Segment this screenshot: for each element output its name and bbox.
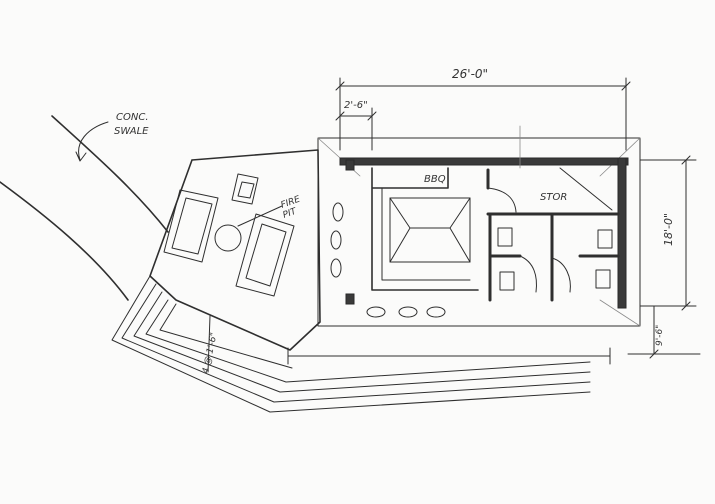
toilet-3 xyxy=(499,271,515,291)
patio-chair xyxy=(231,173,259,205)
chaise-lounge-left xyxy=(163,189,219,263)
column-left-bottom xyxy=(345,293,355,305)
dim-bottom xyxy=(287,347,611,365)
dim-step xyxy=(627,305,701,359)
label-depth-dim: 18'-0" xyxy=(662,213,675,246)
label-bbq: BBQ xyxy=(424,174,446,185)
wall-right xyxy=(617,157,627,309)
dim-depth xyxy=(639,155,697,311)
toilet-4 xyxy=(595,269,611,289)
toilet-1 xyxy=(497,227,513,247)
bar-stools-left xyxy=(330,202,344,278)
stor-diagonal xyxy=(559,167,613,211)
wall-top xyxy=(339,157,629,166)
roof-ridge-right xyxy=(599,137,641,327)
stair-lines xyxy=(111,275,591,413)
dim-overall-width xyxy=(335,77,631,151)
swale-line-inner xyxy=(0,181,129,301)
label-swale-line2: SWALE xyxy=(114,126,149,137)
swale-line-outer xyxy=(51,115,169,233)
label-stor: STOR xyxy=(540,192,567,203)
bbq-counter-inner xyxy=(381,187,471,281)
stair-dim-line xyxy=(207,315,211,373)
roof-outline xyxy=(317,137,641,327)
swale-leader-arrow xyxy=(75,121,109,162)
restroom-door-swing xyxy=(519,255,571,293)
label-step-dim: 9'-6" xyxy=(655,325,665,346)
fire-pit xyxy=(214,224,242,252)
bbq-counter xyxy=(371,167,479,291)
label-overall-width: 26'-0" xyxy=(452,67,488,81)
label-offset-dim: 2'-6" xyxy=(344,100,368,111)
column-left-top xyxy=(345,159,355,171)
dim-offset xyxy=(335,107,377,151)
restroom-walls xyxy=(488,212,620,302)
patio-outline xyxy=(149,149,321,351)
fire-pit-leader xyxy=(237,205,283,227)
toilet-2 xyxy=(597,229,613,249)
shade-structure xyxy=(389,197,471,263)
label-swale-line1: CONC. xyxy=(116,112,149,123)
bar-stools-bottom xyxy=(366,306,446,318)
label-fire-line2: PIT xyxy=(282,206,300,221)
stor-door-swing xyxy=(487,187,517,213)
chaise-lounge-right xyxy=(235,213,295,297)
